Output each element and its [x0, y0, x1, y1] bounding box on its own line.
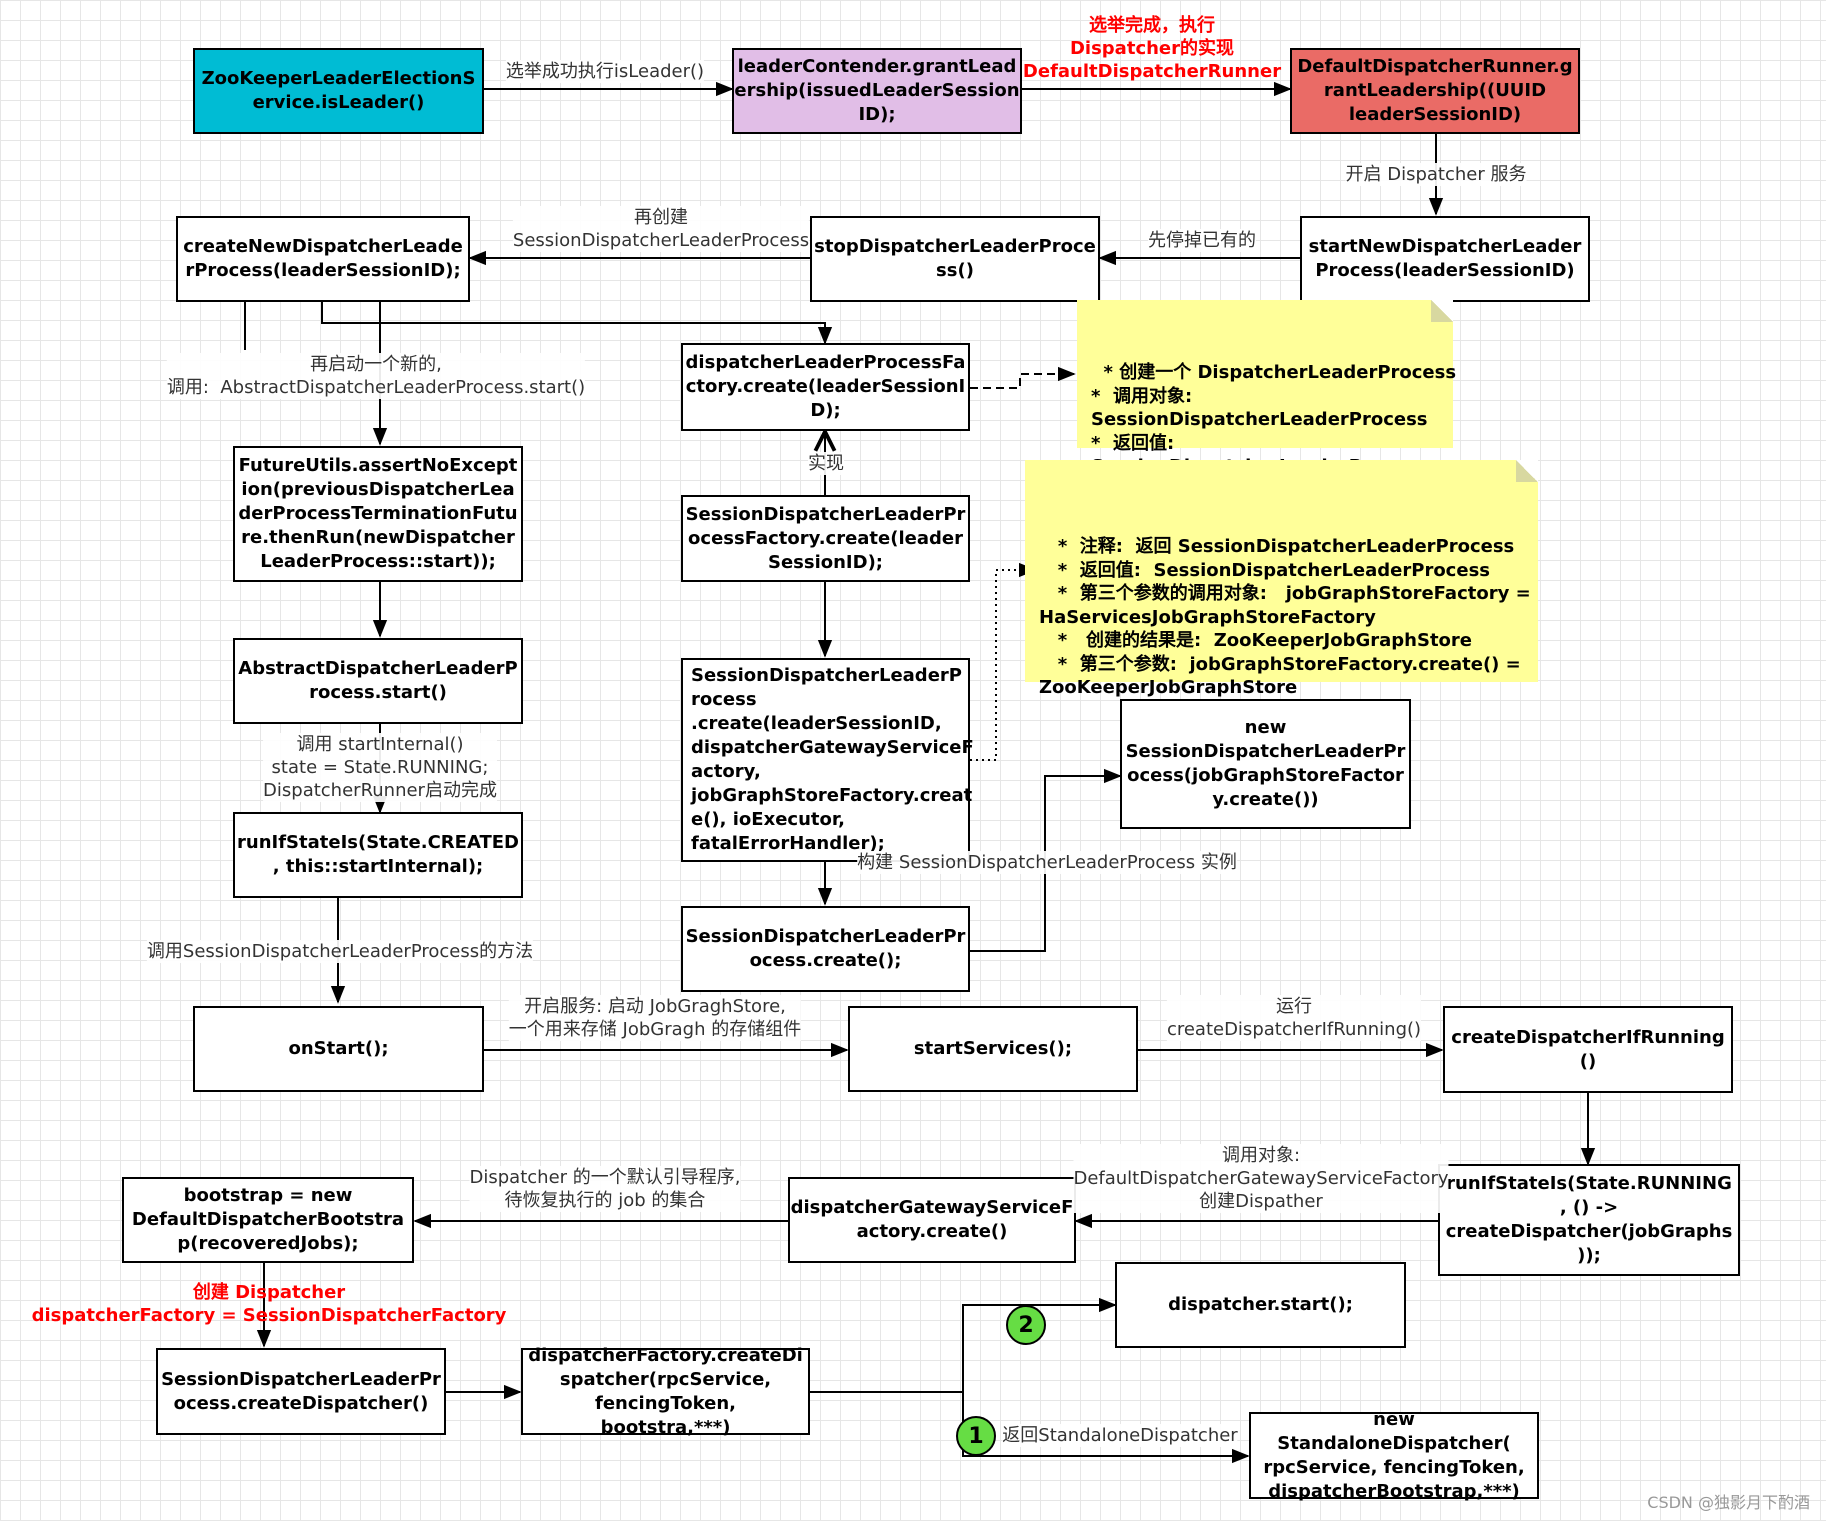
- grant-leadership-box: leaderContender.grantLead ership(issuedL…: [732, 48, 1022, 134]
- label-restart-new: 再启动一个新的, 调用: AbstractDispatcherLeaderPro…: [166, 353, 586, 399]
- note-session-process-details: * 注释: 返回 SessionDispatcherLeaderProcess …: [1025, 460, 1538, 698]
- label-build-instance: 构建 SessionDispatcherLeaderProcess 实例: [857, 851, 1237, 874]
- new-standalone-dispatcher-box: new StandaloneDispatcher( rpcService, fe…: [1249, 1409, 1539, 1502]
- note-fold-corner: [1431, 300, 1453, 322]
- session-process-create-short-box: SessionDispatcherLeaderPr ocess.create()…: [681, 906, 970, 992]
- label-start-dispatcher-service: 开启 Dispatcher 服务: [1345, 163, 1527, 186]
- zookeeper-is-leader-box: ZooKeeperLeaderElectionS ervice.isLeader…: [193, 48, 484, 134]
- start-new-leader-process-box: startNewDispatcherLeader Process(leaderS…: [1300, 216, 1590, 302]
- step-badge-one: 1: [956, 1416, 996, 1456]
- abstract-start-box: AbstractDispatcherLeaderP rocess.start(): [233, 638, 523, 724]
- step-badge-two: 2: [1006, 1305, 1046, 1345]
- label-implements: 实现: [808, 452, 844, 475]
- session-process-create-long-box: SessionDispatcherLeaderP rocess .create(…: [681, 658, 974, 862]
- watermark: CSDN @独影月下酌酒: [1647, 1493, 1810, 1512]
- label-call-start-internal: 调用 startInternal() state = State.RUNNING…: [263, 733, 497, 802]
- label-elect-success: 选举成功执行isLeader(): [505, 60, 705, 83]
- label-recreate: 再创建 SessionDispatcherLeaderProcess: [512, 206, 810, 252]
- dispatcher-start-box: dispatcher.start();: [1115, 1262, 1406, 1348]
- edge-factory-to-standalone: [962, 1392, 1250, 1464]
- label-start-services-desc: 开启服务: 启动 JobGraghStore, 一个用来存储 JobGragh …: [508, 995, 802, 1041]
- label-call-object: 调用对象: DefaultDispatcherGatewayServiceFac…: [1073, 1144, 1449, 1213]
- note-create-leader-process: * 创建一个 DispatcherLeaderProcess * 调用对象: S…: [1077, 300, 1456, 477]
- new-session-process-box: new SessionDispatcherLeaderPr ocess(jobG…: [1120, 699, 1411, 829]
- note-fold-corner: [1516, 460, 1538, 482]
- label-election-done: 选举完成，执行 Dispatcher的实现 DefaultDispatcherR…: [1022, 15, 1282, 82]
- on-start-box: onStart();: [193, 1006, 484, 1092]
- run-if-created-box: runIfStateIs(State.CREATED , this::start…: [233, 812, 523, 898]
- edge-factory-to-note1: [970, 366, 1076, 389]
- dispatcher-runner-box: DefaultDispatcherRunner.g rantLeadership…: [1290, 48, 1580, 134]
- future-utils-box: FutureUtils.assertNoExcept ion(previousD…: [233, 446, 523, 582]
- create-if-running-box: createDispatcherIfRunning (): [1443, 1006, 1733, 1093]
- label-create-dispatcher: 创建 Dispatcher dispatcherFactory = Sessio…: [31, 1282, 507, 1326]
- label-run-create: 运行 createDispatcherIfRunning(): [1166, 995, 1422, 1041]
- session-create-dispatcher-box: SessionDispatcherLeaderPr ocess.createDi…: [156, 1348, 446, 1435]
- gateway-factory-create-box: dispatcherGatewayServiceF actory.create(…: [788, 1177, 1076, 1263]
- edge-create-new-to-factory: [321, 301, 833, 345]
- run-if-running-box: runIfStateIs(State.RUNNING , () -> creat…: [1438, 1164, 1740, 1276]
- label-return-standalone: 返回StandaloneDispatcher: [1002, 1424, 1238, 1447]
- bootstrap-box: bootstrap = new DefaultDispatcherBootstr…: [122, 1177, 414, 1263]
- factory-create-box: dispatcherLeaderProcessFa ctory.create(l…: [681, 343, 970, 431]
- edge-long-to-note2: [970, 562, 1037, 761]
- stop-leader-process-box: stopDispatcherLeaderProce ss(): [810, 216, 1100, 302]
- label-bootstrap-desc: Dispatcher 的一个默认引导程序, 待恢复执行的 job 的集合: [469, 1166, 741, 1212]
- factory-create-dispatcher-box: dispatcherFactory.createDi spatcher(rpcS…: [521, 1345, 810, 1438]
- start-services-box: startServices();: [848, 1006, 1138, 1092]
- edge-factory-to-dispatcher-start: [810, 1297, 1117, 1393]
- label-stop-existing: 先停掉已有的: [1148, 229, 1256, 252]
- note2-text: * 注释: 返回 SessionDispatcherLeaderProcess …: [1039, 536, 1531, 698]
- label-call-method: 调用SessionDispatcherLeaderProcess的方法: [146, 940, 534, 963]
- create-new-leader-process-box: createNewDispatcherLeade rProcess(leader…: [176, 216, 470, 302]
- session-factory-create-box: SessionDispatcherLeaderPr ocessFactory.c…: [681, 495, 970, 582]
